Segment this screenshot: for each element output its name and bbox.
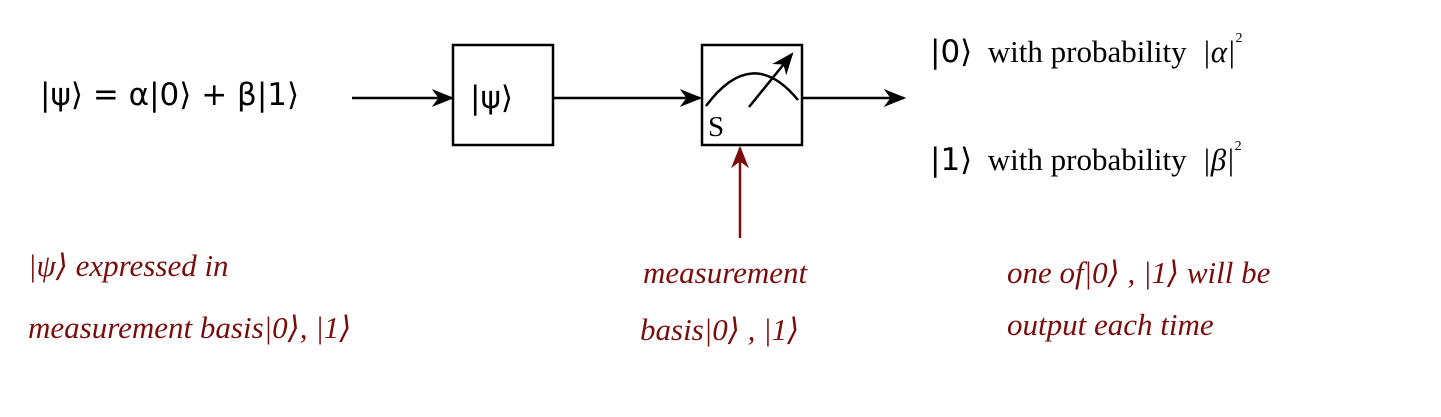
note-basis-line2: basis|0⟩ , |1⟩: [640, 312, 800, 347]
note-state-line2: measurement basis|0⟩, |1⟩: [28, 310, 352, 345]
output-one: |1⟩ with probability |β|2: [930, 140, 1242, 178]
meter-box: [700, 43, 804, 147]
meter-box-label: S: [708, 111, 725, 143]
output-one-amplitude: |β|: [1202, 142, 1235, 177]
output-zero-exponent: 2: [1235, 31, 1243, 46]
note-output-line1: one of|0⟩ , |1⟩ will be: [1007, 255, 1271, 290]
meter-needle: [748, 52, 794, 108]
output-zero-ket: |0⟩: [930, 34, 973, 70]
output-one-exponent: 2: [1234, 139, 1242, 154]
output-zero: |0⟩ with probability |α|2: [930, 32, 1243, 70]
output-zero-amplitude: |α|: [1202, 34, 1236, 69]
output-one-ket: |1⟩: [930, 142, 973, 178]
meter-dial-arc: [704, 72, 799, 107]
note-state-line1: |ψ⟩ expressed in: [28, 248, 229, 283]
state-box-label: |ψ⟩: [470, 80, 513, 116]
output-zero-text: with probability: [987, 34, 1187, 69]
note-basis-line1: measurement: [643, 255, 808, 290]
input-state-formula: |ψ⟩ = α|0⟩ + β|1⟩: [40, 77, 300, 113]
state-box: [451, 43, 555, 147]
output-one-text: with probability: [987, 142, 1187, 177]
note-output-line2: output each time: [1007, 307, 1214, 342]
